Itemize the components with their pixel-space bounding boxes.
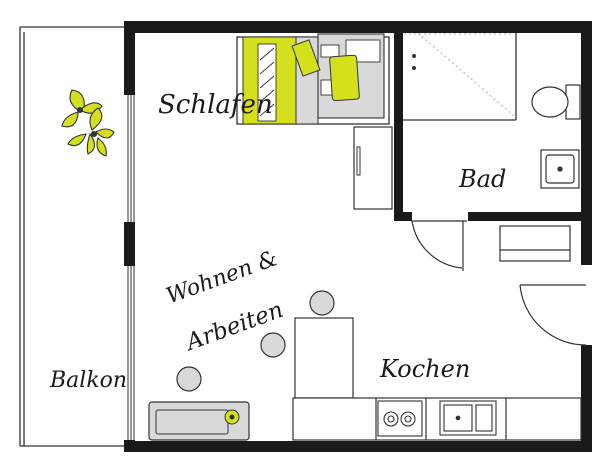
stove	[377, 400, 423, 437]
room-label-balkon: Balkon	[49, 368, 127, 393]
plant-icon	[61, 89, 115, 157]
balcony-window-upper	[127, 95, 135, 222]
balcony-window-lower	[127, 266, 135, 440]
room-label-bad: Bad	[458, 165, 506, 193]
room-label-kochen: Kochen	[379, 355, 470, 383]
balcony-outline	[19, 26, 131, 447]
bathroom-sink	[540, 149, 580, 189]
room-label-schlafen: Schlafen	[158, 90, 273, 120]
kitchen-table	[294, 317, 354, 399]
entrance-cabinet	[499, 225, 571, 262]
exterior-walls	[124, 21, 592, 452]
room-label-wohnen: Wohnen &	[163, 246, 281, 309]
shower	[403, 32, 517, 121]
bathroom-door	[411, 220, 467, 271]
bathroom-walls	[394, 21, 592, 221]
kitchen-sink	[439, 400, 497, 436]
bed	[236, 33, 390, 125]
stools	[176, 290, 335, 392]
entrance-door	[519, 284, 587, 346]
wardrobe	[353, 126, 393, 210]
toilet	[531, 84, 581, 120]
sofa	[148, 401, 250, 441]
kitchen-counter	[292, 397, 582, 441]
